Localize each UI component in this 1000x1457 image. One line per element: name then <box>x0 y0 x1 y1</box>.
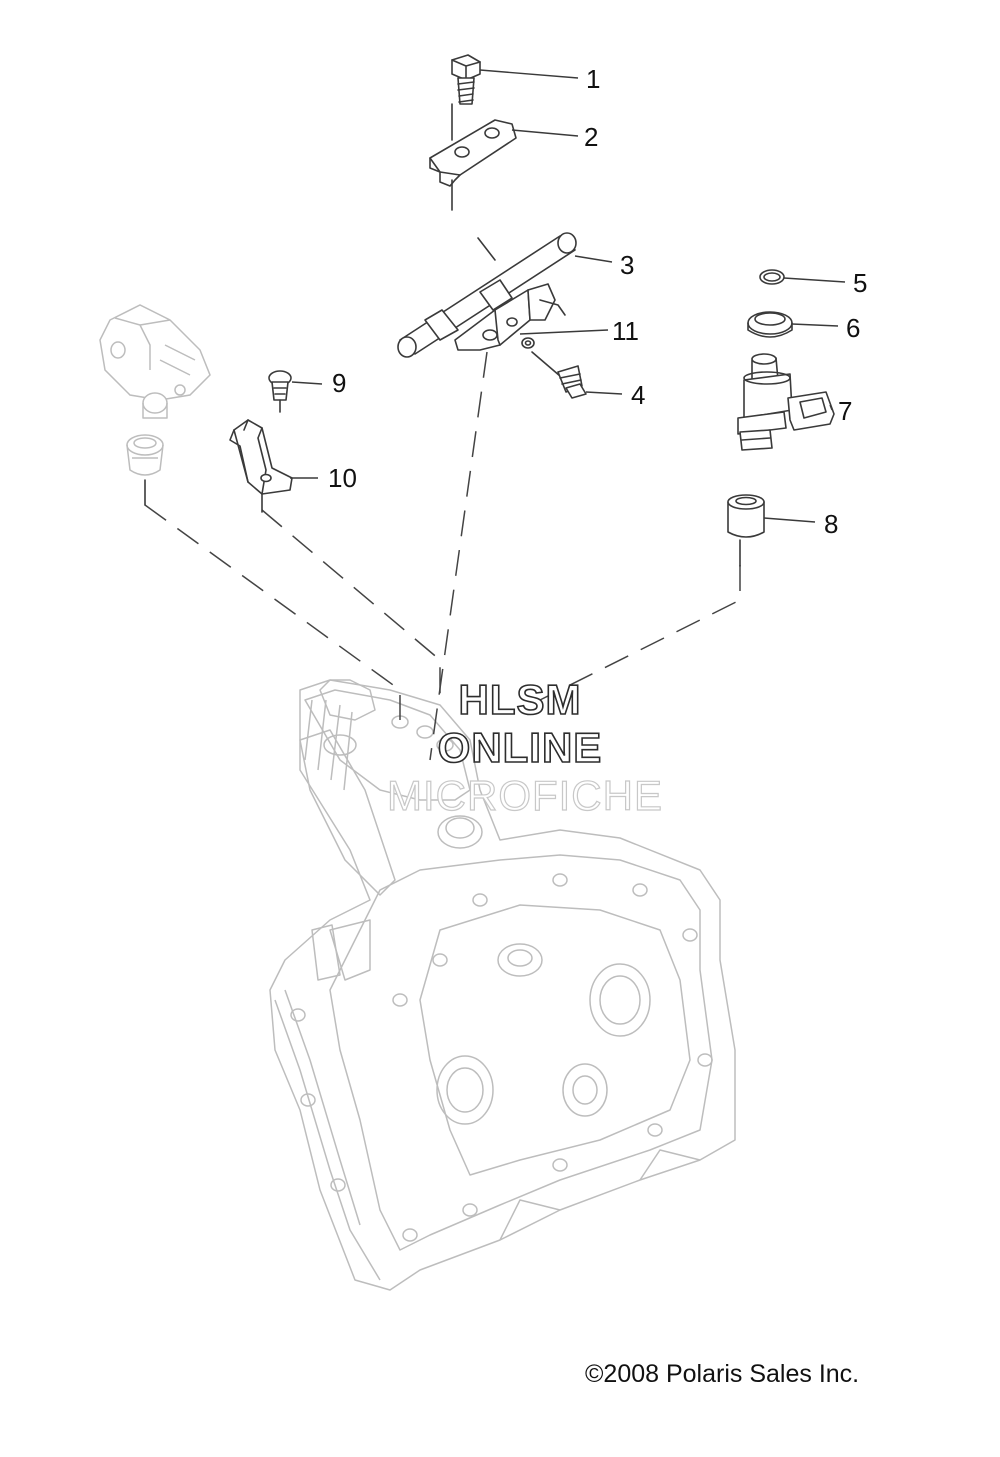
assembly-lines <box>144 179 741 761</box>
watermark-line-1: HLSM <box>458 675 582 724</box>
callout-1: 1 <box>586 64 601 94</box>
part-8-spacer[interactable] <box>727 494 816 538</box>
part-1-bolt[interactable] <box>451 54 579 105</box>
callout-11: 11 <box>612 316 639 346</box>
callout-6: 6 <box>846 313 861 343</box>
part-9-screw[interactable] <box>268 370 323 413</box>
copyright-notice: ©2008 Polaris Sales Inc. <box>585 1360 860 1388</box>
part-7-fuel-injector[interactable] <box>737 353 835 451</box>
callout-8: 8 <box>824 509 839 539</box>
part-2-bracket[interactable] <box>429 103 579 187</box>
callout-10: 10 <box>328 463 357 493</box>
watermark-line-3: MICROFICHE <box>386 771 663 819</box>
callout-9: 9 <box>332 368 347 398</box>
sensor-drawing[interactable] <box>99 304 211 419</box>
callout-5: 5 <box>853 268 868 298</box>
part-11-washer[interactable] <box>519 329 609 349</box>
watermark-line-2: ONLINE <box>437 723 603 772</box>
part-3-fuel-rail[interactable] <box>397 232 613 358</box>
callout-3: 3 <box>620 250 635 280</box>
cylinder-head-drawing <box>269 679 736 1291</box>
callout-2: 2 <box>584 122 599 152</box>
callout-7: 7 <box>838 396 853 426</box>
part-5-o-ring[interactable] <box>759 269 846 285</box>
part-4-screw[interactable] <box>531 351 623 399</box>
part-6-grommet[interactable] <box>747 311 839 338</box>
sensor-grommet[interactable] <box>126 434 164 476</box>
part-10-clip-bracket[interactable] <box>229 419 318 495</box>
callout-4: 4 <box>631 380 646 410</box>
